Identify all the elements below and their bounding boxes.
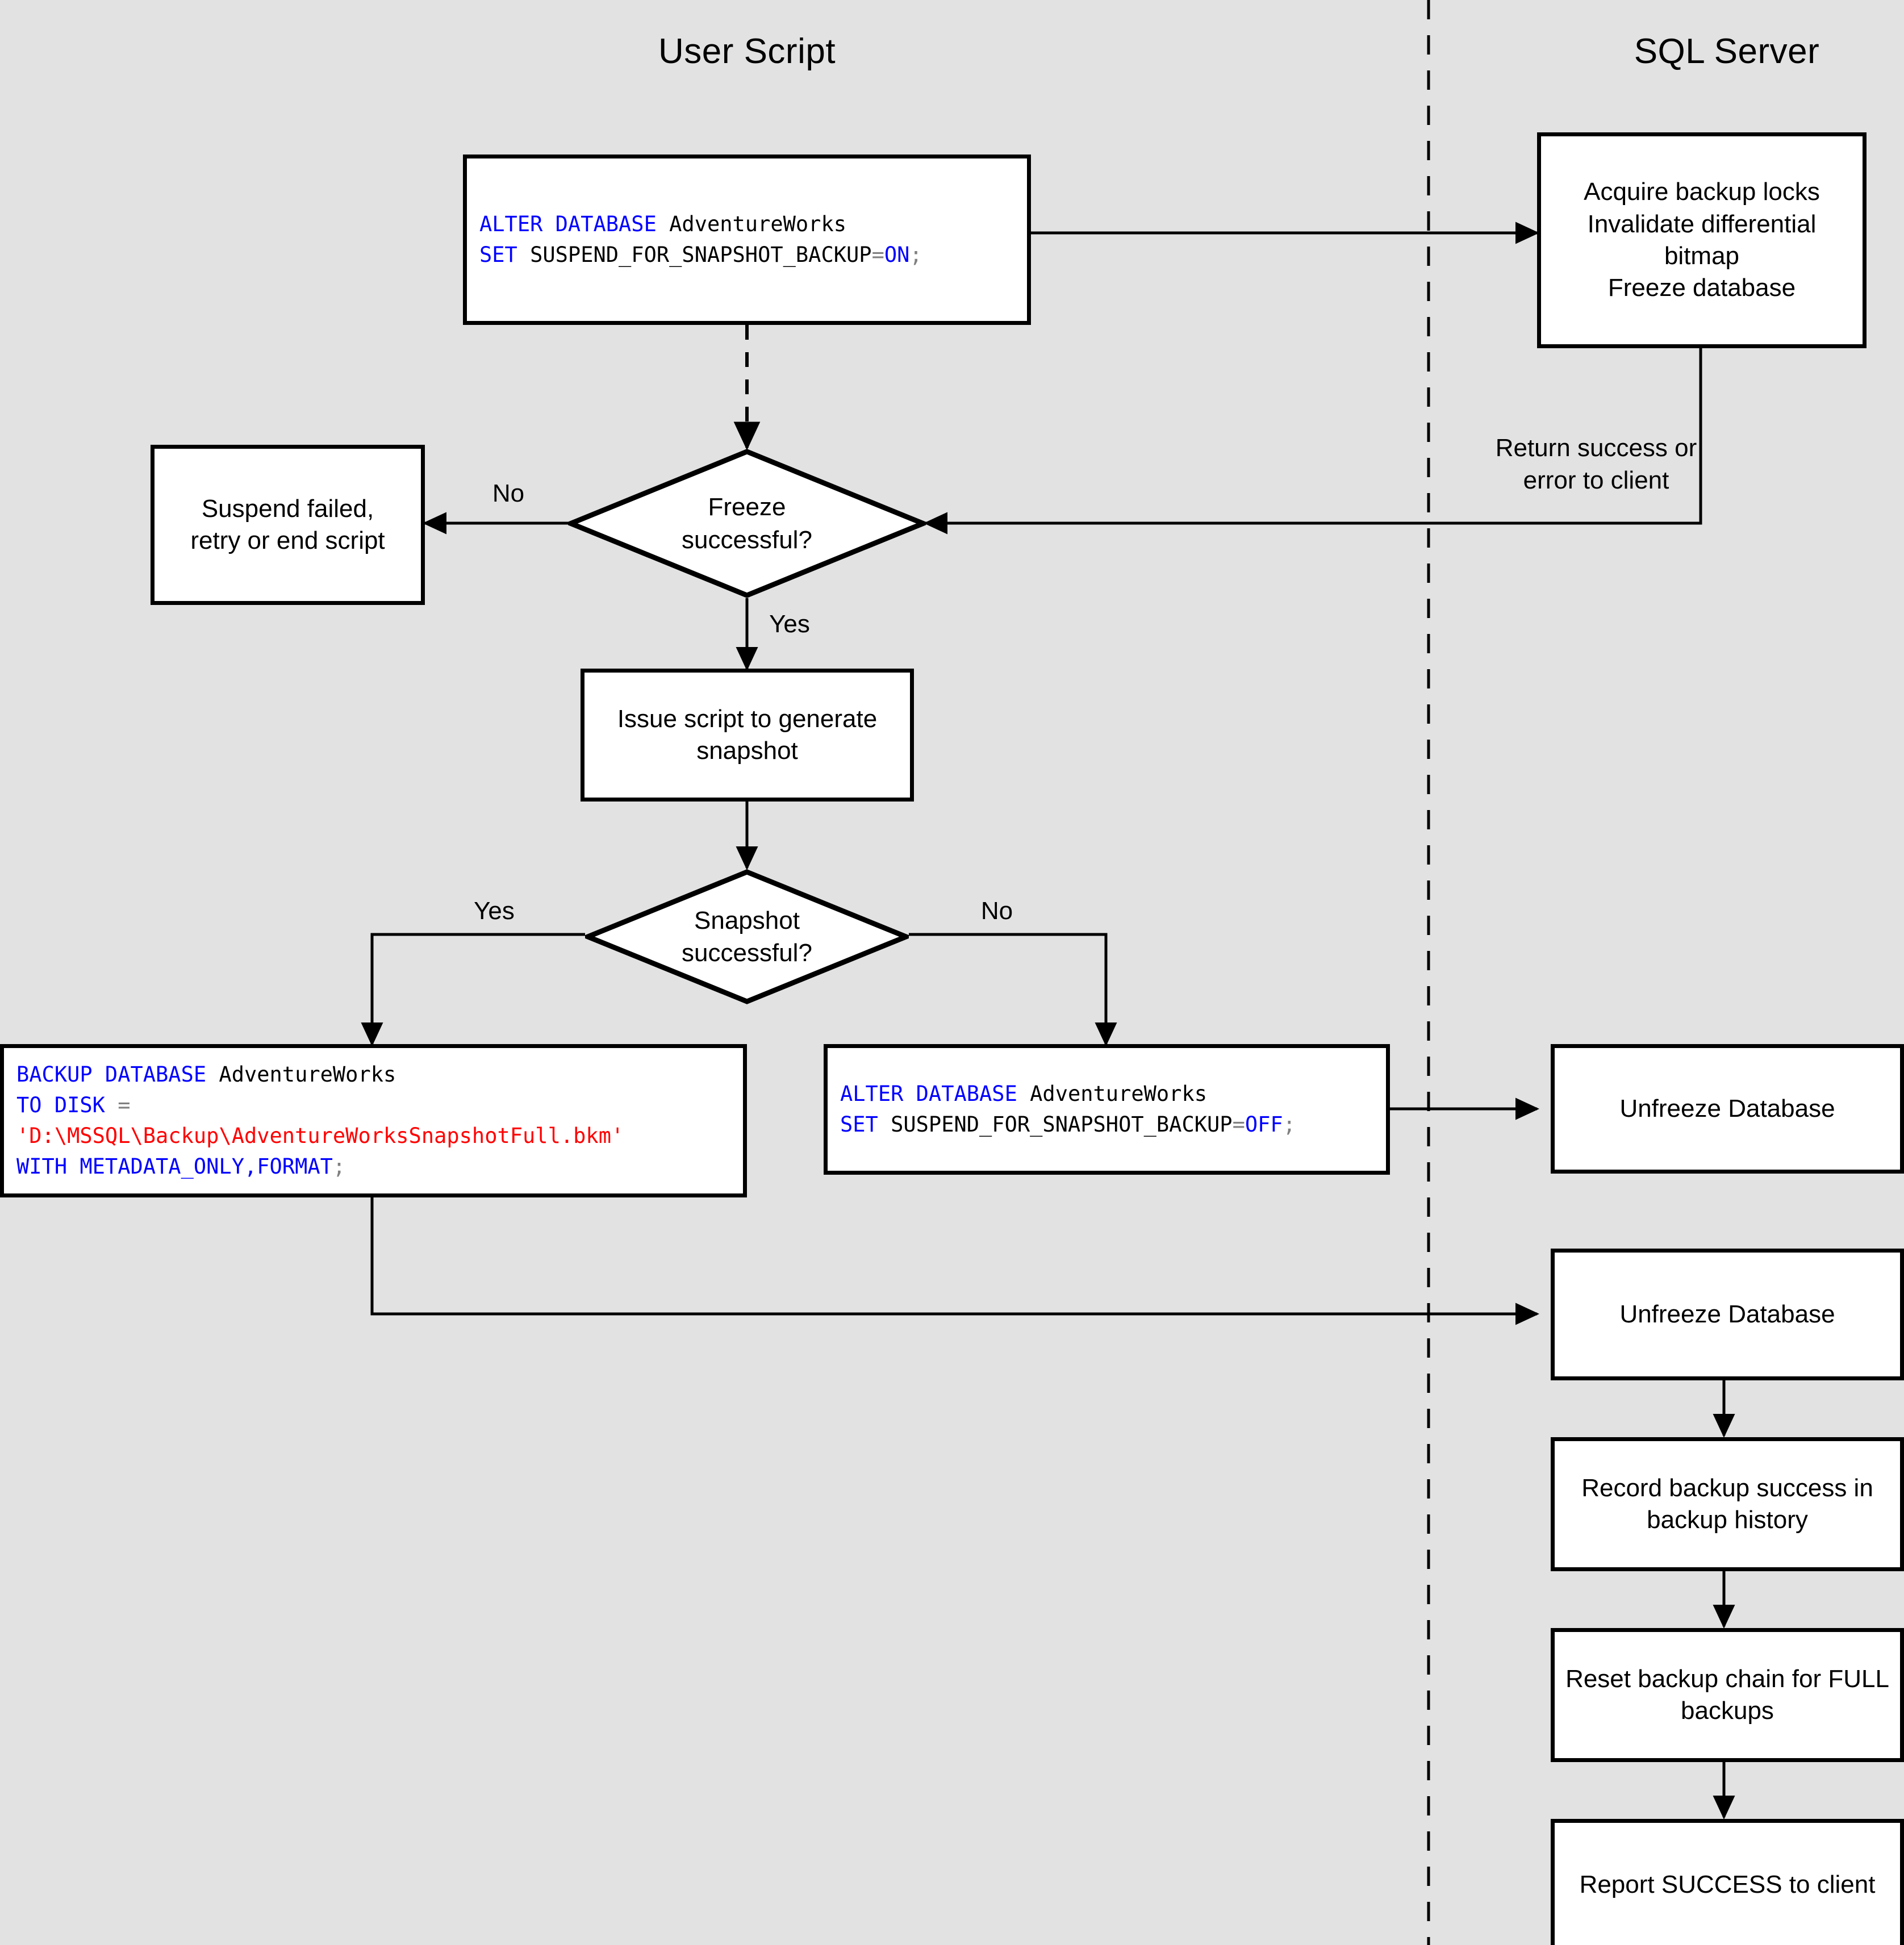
code-line: TO DISK =: [16, 1090, 730, 1121]
code-token-op: =: [871, 243, 884, 267]
code-line: 'D:\MSSQL\Backup\AdventureWorksSnapshotF…: [16, 1121, 730, 1151]
code-line: SET SUSPEND_FOR_SNAPSHOT_BACKUP=ON;: [479, 240, 1014, 270]
code-token-kw: ALTER DATABASE: [840, 1081, 1017, 1106]
code-token-id: [105, 1093, 118, 1117]
node-report-success: Report SUCCESS to client: [1551, 1819, 1904, 1945]
code-token-kw: SET: [479, 243, 517, 267]
code-token-kw: BACKUP DATABASE: [16, 1062, 207, 1087]
edge-label-freeze-yes: Yes: [769, 610, 810, 638]
code-token-kw: WITH METADATA_ONLY,FORMAT: [16, 1154, 333, 1179]
code-token-kw: ALTER DATABASE: [479, 211, 657, 236]
code-token-punc: ;: [1283, 1112, 1296, 1137]
code-token-kw: ON: [884, 243, 910, 267]
code-line: BACKUP DATABASE AdventureWorks: [16, 1059, 730, 1090]
code-token-punc: ;: [332, 1154, 346, 1179]
code-token-kw: OFF: [1245, 1112, 1283, 1137]
code-token-id: AdventureWorks: [656, 211, 847, 236]
code-token-op: =: [118, 1092, 131, 1117]
node-unfreeze-database-1: Unfreeze Database: [1551, 1044, 1904, 1174]
code-token-kw: SET: [840, 1112, 878, 1137]
code-line: WITH METADATA_ONLY,FORMAT;: [16, 1151, 730, 1182]
code-token-op: =: [1232, 1112, 1245, 1137]
edge-snapshot-yes-to-backup: [361, 933, 585, 1047]
code-token-id: AdventureWorks: [1017, 1081, 1208, 1106]
code-token-id: SUSPEND_FOR_SNAPSHOT_BACKUP: [517, 243, 872, 267]
lane-title-user-script: User Script: [658, 32, 836, 71]
edge-backup-to-unfreeze-2: [370, 1197, 1540, 1325]
code-line: ALTER DATABASE AdventureWorks: [479, 209, 1014, 240]
code-token-id: SUSPEND_FOR_SNAPSHOT_BACKUP: [878, 1112, 1233, 1137]
code-token-kw: TO DISK: [16, 1092, 105, 1117]
lane-title-sql-server: SQL Server: [1634, 32, 1820, 71]
code-line: SET SUSPEND_FOR_SNAPSHOT_BACKUP=OFF;: [840, 1109, 1373, 1140]
code-token-punc: ;: [909, 243, 922, 267]
edge-label-snapshot-yes: Yes: [474, 897, 515, 925]
edge-label-snapshot-no: No: [980, 897, 1013, 925]
edge-label-freeze-no: No: [492, 479, 525, 507]
node-suspend-failed: Suspend failed,retry or end script: [151, 445, 425, 605]
code-line: ALTER DATABASE AdventureWorks: [840, 1079, 1373, 1109]
node-unfreeze-database-2: Unfreeze Database: [1551, 1249, 1904, 1380]
code-token-str: 'D:\MSSQL\Backup\AdventureWorksSnapshotF…: [16, 1124, 624, 1148]
edge-snapshot-no-to-alter-off: [909, 933, 1117, 1047]
code-token-id: AdventureWorks: [206, 1062, 396, 1087]
